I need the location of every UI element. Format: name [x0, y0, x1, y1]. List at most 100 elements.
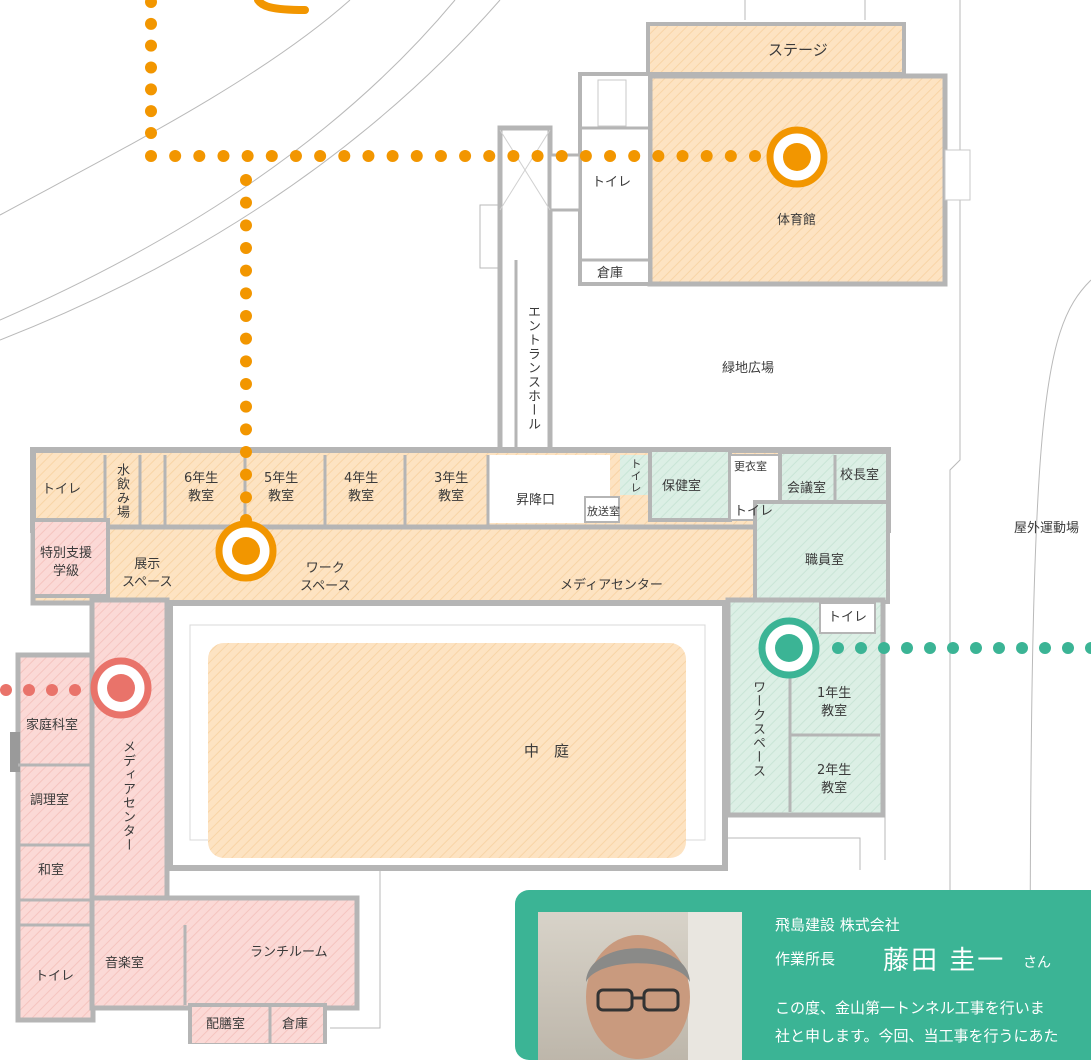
- route-dot-orange: [145, 150, 157, 162]
- area-courtyard: 中 庭: [524, 742, 570, 760]
- room-health: 保健室: [662, 479, 702, 494]
- north-wing: [30, 447, 891, 606]
- route-dot-orange: [483, 150, 496, 162]
- route-dot-orange: [240, 378, 252, 390]
- route-dot-orange: [676, 150, 689, 162]
- route-dot-orange: [240, 332, 252, 345]
- area-outdoor-field: 屋外運動場: [1014, 521, 1080, 536]
- message-line-2: 社と申します。今回、当工事を行うにあた: [775, 1027, 1059, 1045]
- room-storage-s: 倉庫: [282, 1017, 309, 1032]
- room-toilet-sw: トイレ: [35, 969, 75, 984]
- room-toilet-small: トイレ: [629, 458, 642, 494]
- route-dot-orange: [579, 150, 592, 162]
- title-fragment: [254, 0, 309, 14]
- room-home-ec: 家庭科室: [26, 718, 79, 733]
- room-cooking: 調理室: [30, 793, 70, 808]
- route-dot-green: [855, 642, 867, 654]
- route-lines: [0, 0, 1091, 696]
- room-class5: 5年生教室: [264, 471, 299, 504]
- marker-gym: [766, 126, 828, 188]
- route-dot-orange: [145, 39, 157, 52]
- marker-north-wing: [215, 520, 277, 582]
- route-dot-orange: [145, 127, 157, 139]
- room-class1: 1年生教室: [817, 686, 852, 719]
- route-dot-orange: [604, 150, 617, 162]
- route-dot-orange: [145, 17, 157, 30]
- route-dot-green: [947, 642, 959, 654]
- route-dot-orange: [240, 174, 252, 186]
- room-special-support: 特別支援学級: [40, 546, 93, 579]
- route-dot-green: [1016, 642, 1028, 654]
- room-toilet-east: トイレ: [828, 610, 868, 625]
- route-dot-orange: [724, 150, 737, 162]
- area-media-center-v: メディアセンター: [120, 740, 135, 852]
- room-music: 音楽室: [105, 956, 145, 971]
- route-dot-orange: [507, 150, 520, 162]
- manager-photo: [538, 912, 742, 1060]
- company-name: 飛島建設 株式会社: [775, 916, 900, 934]
- route-dot-orange: [240, 468, 252, 481]
- route-dot-red: [46, 684, 58, 696]
- area-work-space-v: ワークスペース: [750, 680, 765, 778]
- entrance-hall: [497, 125, 582, 461]
- room-storage-gym: 倉庫: [597, 266, 624, 281]
- route-dot-orange: [240, 219, 252, 232]
- courtyard: [167, 600, 728, 871]
- route-dot-green: [832, 642, 844, 654]
- route-dot-orange: [145, 0, 157, 8]
- honorific: さん: [1023, 955, 1051, 971]
- route-dot-orange: [265, 150, 278, 162]
- route-dot-orange: [145, 105, 157, 118]
- route-dot-green: [993, 642, 1005, 654]
- route-dot-orange: [169, 150, 182, 162]
- marker-east-wing: [758, 617, 820, 679]
- message-text: この度、金山第一トンネル工事を行いま 社と申します。今回、当工事を行うにあた: [775, 994, 1091, 1050]
- route-dot-orange: [700, 150, 713, 162]
- room-changing: 更衣室: [734, 460, 767, 473]
- route-dot-orange: [314, 150, 327, 162]
- room-stage: ステージ: [768, 41, 828, 59]
- route-dot-orange: [240, 310, 252, 322]
- route-dot-orange: [240, 423, 252, 436]
- room-toilet-gym: トイレ: [592, 175, 632, 190]
- route-dot-orange: [434, 150, 447, 162]
- room-entrance-hall: エントランスホール: [525, 305, 540, 431]
- route-dot-orange: [289, 150, 302, 162]
- person-name: 藤田 圭一: [883, 946, 1006, 976]
- area-media-center-h: メディアセンター: [560, 578, 663, 593]
- room-gym: 体育館: [777, 213, 817, 228]
- route-dot-green: [970, 642, 982, 654]
- route-dot-green: [924, 642, 936, 654]
- route-dot-orange: [240, 400, 252, 413]
- route-dot-orange: [555, 150, 568, 162]
- route-dot-orange: [652, 150, 665, 162]
- route-dot-orange: [145, 83, 157, 96]
- message-line-1: この度、金山第一トンネル工事を行いま: [775, 999, 1045, 1017]
- room-class2: 2年生教室: [817, 763, 852, 796]
- route-dot-green: [1039, 642, 1051, 654]
- room-toilet-center: トイレ: [734, 504, 774, 519]
- area-work-space: ワークスペース: [300, 561, 351, 594]
- room-class4: 4年生教室: [344, 471, 379, 504]
- route-dot-orange: [749, 150, 761, 162]
- route-dot-green: [878, 642, 890, 654]
- route-markers: [90, 126, 828, 719]
- route-dot-orange: [241, 150, 254, 162]
- route-dot-orange: [193, 150, 206, 162]
- room-broadcast: 放送室: [587, 505, 620, 518]
- room-staff: 職員室: [805, 553, 845, 568]
- route-dot-orange: [240, 446, 252, 458]
- route-dot-orange: [240, 264, 252, 277]
- route-dot-red: [69, 684, 81, 696]
- room-principal: 校長室: [840, 468, 880, 483]
- route-dot-orange: [217, 150, 230, 162]
- room-lunch: ランチルーム: [250, 945, 328, 960]
- room-toilet-nw: トイレ: [42, 482, 82, 497]
- route-dot-green: [901, 642, 913, 654]
- route-dot-orange: [240, 355, 252, 368]
- marker-west-wing: [90, 657, 152, 719]
- room-drinking: 水飲み場: [114, 463, 129, 519]
- route-dot-green: [1062, 642, 1074, 654]
